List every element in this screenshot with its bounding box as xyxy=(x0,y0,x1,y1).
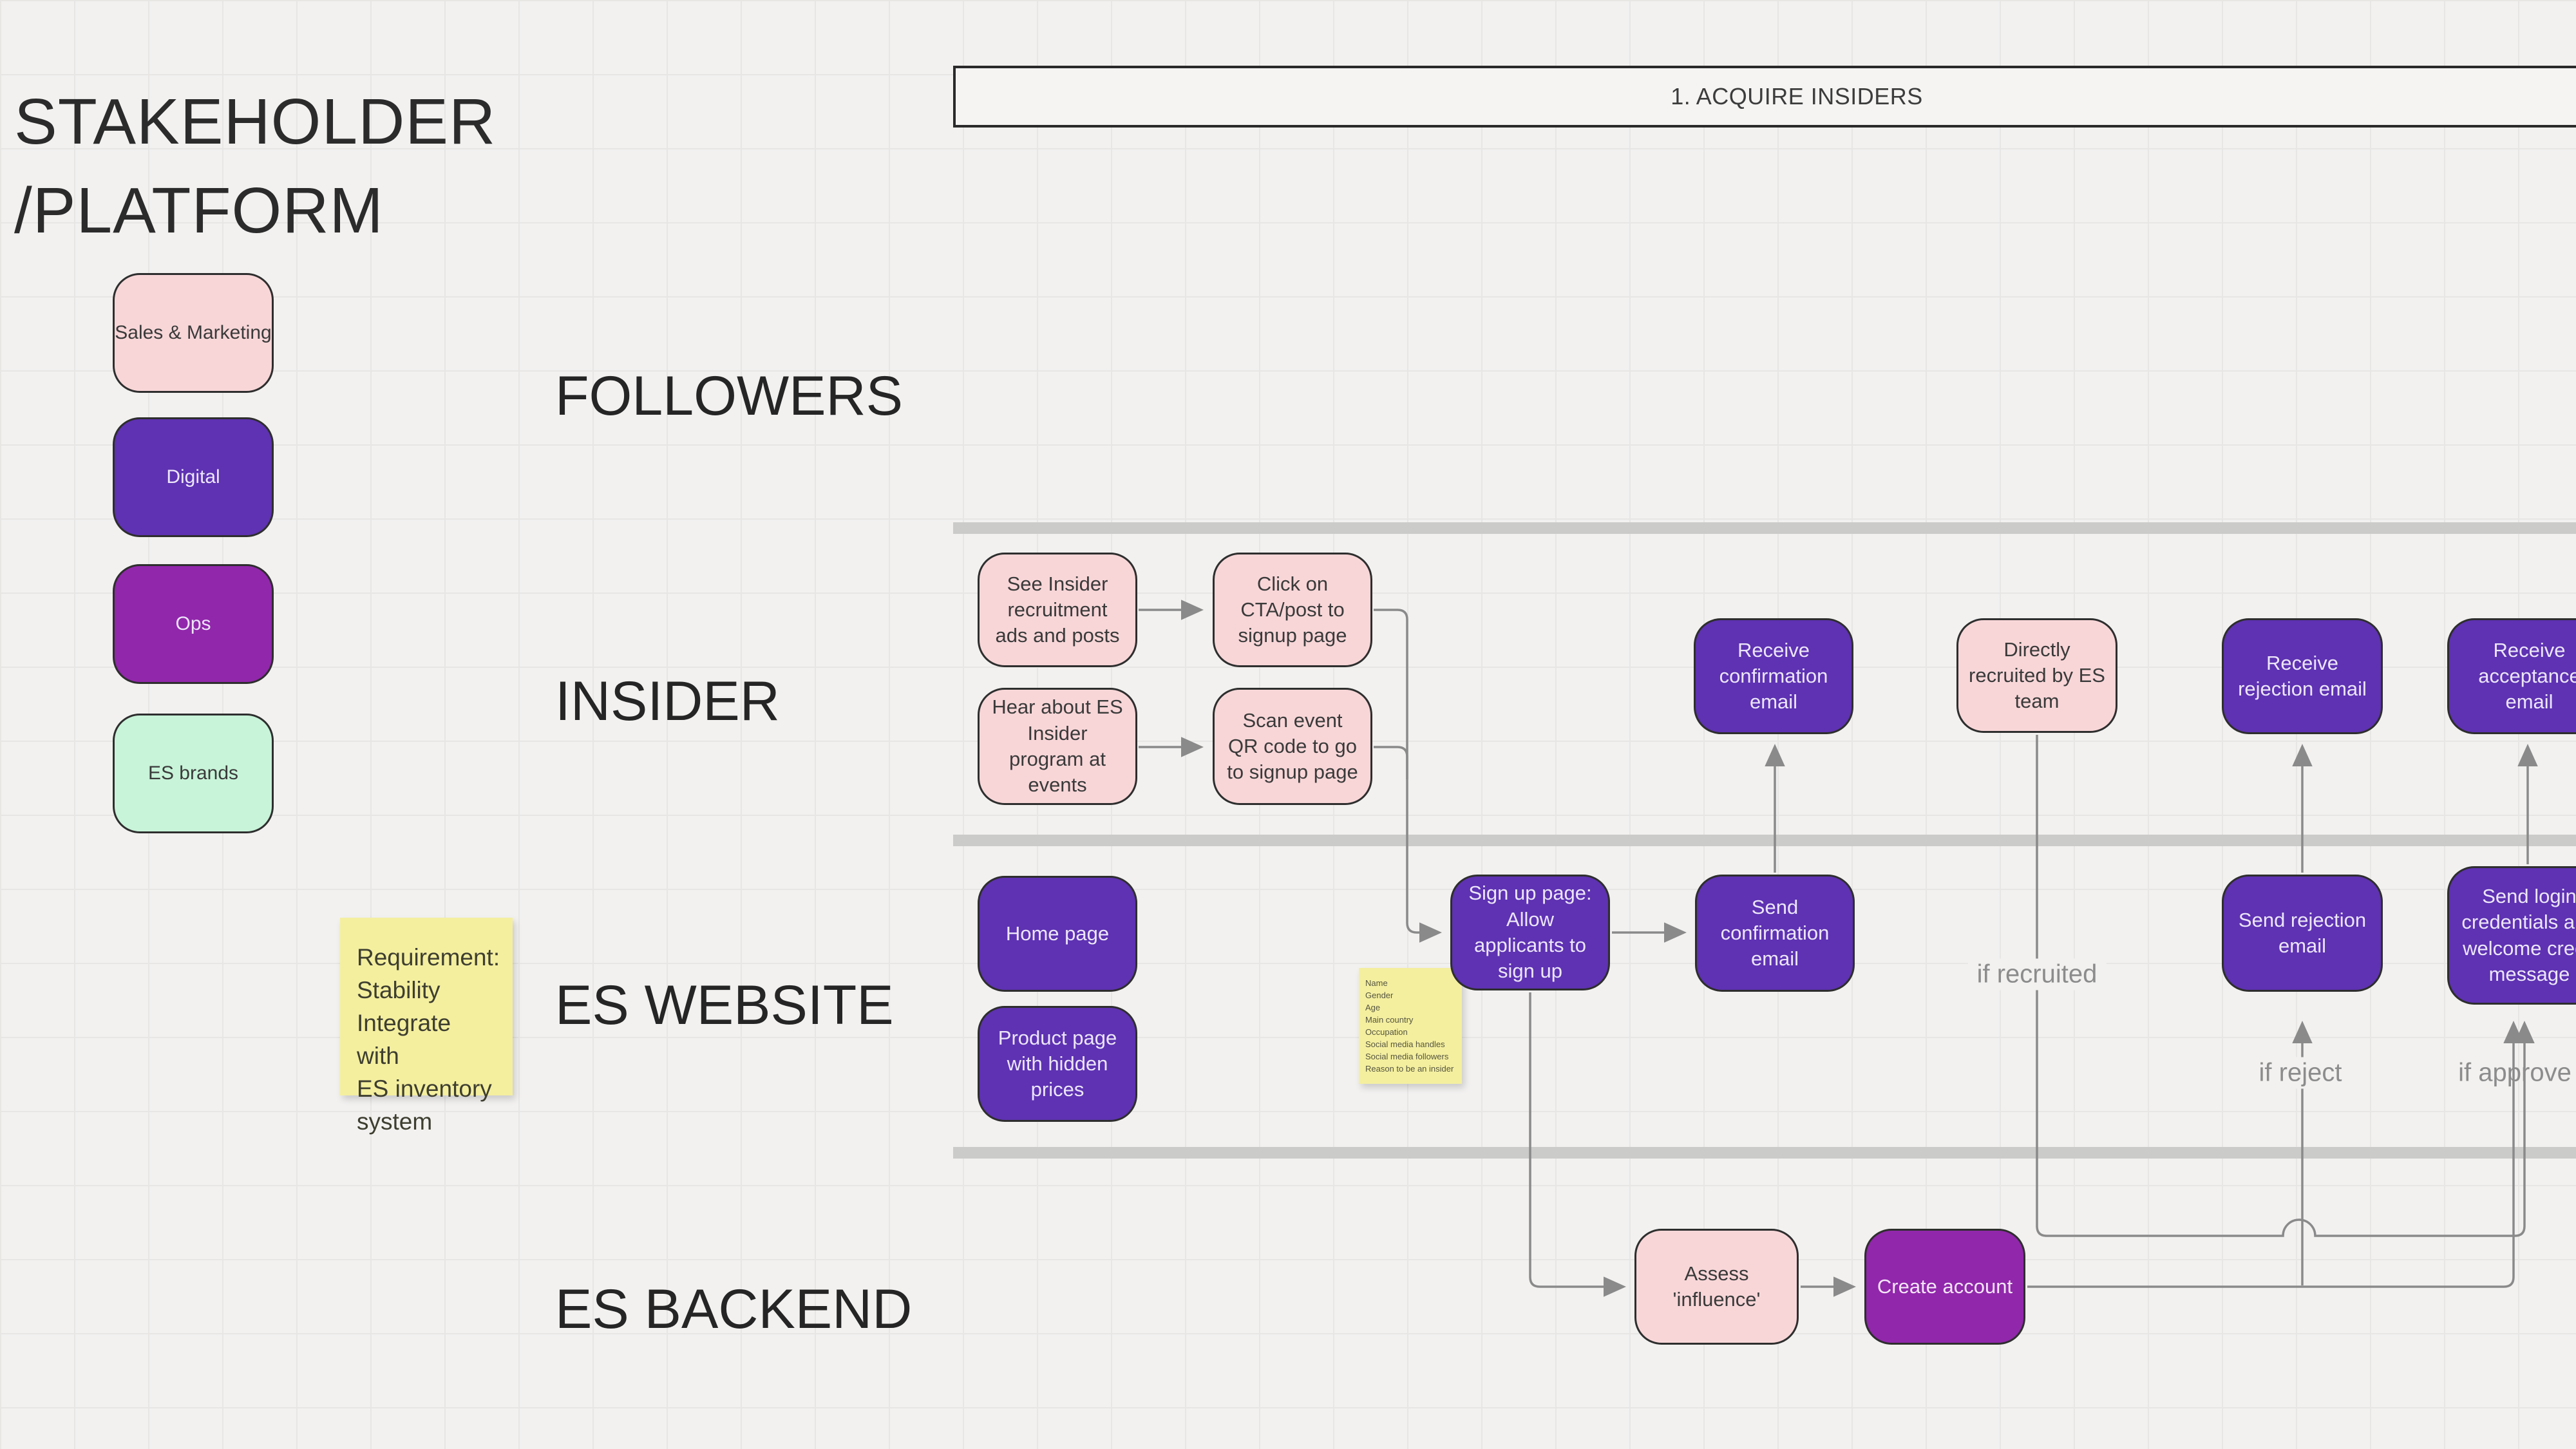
node-create-account[interactable]: Create account xyxy=(1864,1229,2025,1345)
node-send-confirmation-email-label: Send confirmation email xyxy=(1720,895,1830,971)
node-assess-influence[interactable]: Assess 'influence' xyxy=(1634,1229,1799,1345)
node-click-cta-label: Click on CTA/post to signup page xyxy=(1238,572,1347,647)
node-receive-acceptance-email-label: Receive acceptance email xyxy=(2478,638,2576,714)
node-hear-about-program[interactable]: Hear about ES Insider program at events xyxy=(978,688,1137,805)
sticky-requirement-line: Integrate with xyxy=(357,1010,451,1070)
label-if-recruited: if recruited xyxy=(1967,958,2107,990)
legend-sales-marketing[interactable]: Sales & Marketing xyxy=(113,273,274,393)
lane-es-website-label[interactable]: ES WEBSITE xyxy=(555,974,894,1036)
sticky-signup-fields-line: Name xyxy=(1365,978,1388,988)
node-hear-about-program-label: Hear about ES Insider program at events xyxy=(992,696,1123,797)
edge-create-to-approve[interactable] xyxy=(2027,1021,2524,1288)
phase-header-box[interactable]: 1. ACQUIRE INSIDERS xyxy=(953,66,2576,128)
node-see-insider-ads[interactable]: See Insider recruitment ads and posts xyxy=(978,553,1137,667)
node-receive-confirmation-email-label: Receive confirmation email xyxy=(1719,638,1828,714)
node-home-page[interactable]: Home page xyxy=(978,876,1137,992)
node-signup-page[interactable]: Sign up page: Allow applicants to sign u… xyxy=(1450,875,1610,990)
lane-divider-3 xyxy=(953,1147,2576,1159)
lane-divider-1 xyxy=(953,522,2576,534)
node-see-insider-ads-label: See Insider recruitment ads and posts xyxy=(995,572,1120,647)
node-create-account-label: Create account xyxy=(1877,1274,2013,1298)
node-send-login-credentials-label: Send login credentials and welcome credi… xyxy=(2461,884,2576,985)
node-scan-qr[interactable]: Scan event QR code to go to signup page xyxy=(1213,688,1372,805)
edge-signup-to-assess[interactable] xyxy=(1529,992,1626,1297)
node-home-page-label: Home page xyxy=(1005,922,1110,945)
board-title-line2: /PLATFORM xyxy=(14,175,384,247)
lane-divider-2 xyxy=(953,835,2576,846)
legend-es-brands[interactable]: ES brands xyxy=(113,714,274,833)
label-if-reject: if reject xyxy=(2249,1057,2351,1089)
sticky-requirement-line: ES inventory xyxy=(357,1075,492,1103)
legend-digital[interactable]: Digital xyxy=(113,417,274,537)
lane-es-backend-label[interactable]: ES BACKEND xyxy=(555,1278,913,1340)
node-signup-page-label: Sign up page: Allow applicants to sign u… xyxy=(1468,882,1592,983)
node-receive-confirmation-email[interactable]: Receive confirmation email xyxy=(1694,618,1853,734)
edge-recruited-to-sendlogin[interactable] xyxy=(2036,735,2535,1237)
node-receive-rejection-email[interactable]: Receive rejection email xyxy=(2222,618,2383,734)
legend-ops[interactable]: Ops xyxy=(113,564,274,684)
node-send-confirmation-email[interactable]: Send confirmation email xyxy=(1695,875,1855,992)
lane-followers-label[interactable]: FOLLOWERS xyxy=(555,365,903,427)
label-if-approve: if approve xyxy=(2458,1058,2571,1087)
edge-scan-to-signup[interactable] xyxy=(1374,746,1408,779)
phase-header-label: 1. ACQUIRE INSIDERS xyxy=(1671,83,1923,109)
node-assess-influence-label: Assess 'influence' xyxy=(1672,1262,1761,1311)
lane-insider-label[interactable]: INSIDER xyxy=(555,670,780,732)
node-scan-qr-label: Scan event QR code to go to signup page xyxy=(1227,708,1358,784)
board-title[interactable]: STAKEHOLDER /PLATFORM xyxy=(14,77,496,255)
node-click-cta[interactable]: Click on CTA/post to signup page xyxy=(1213,553,1372,667)
node-send-login-credentials[interactable]: Send login credentials and welcome credi… xyxy=(2447,866,2576,1005)
sticky-signup-fields-line: Social media followers xyxy=(1365,1052,1449,1061)
node-product-page[interactable]: Product page with hidden prices xyxy=(978,1006,1137,1122)
sticky-signup-fields-line: Gender xyxy=(1365,990,1394,1000)
edge-click-to-signup[interactable] xyxy=(1374,609,1442,943)
sticky-requirement-line: system xyxy=(357,1108,433,1135)
sticky-signup-fields-line: Age xyxy=(1365,1003,1381,1012)
node-directly-recruited[interactable]: Directly recruited by ES team xyxy=(1956,618,2117,733)
sticky-signup-fields-line: Main country xyxy=(1365,1015,1414,1025)
node-send-rejection-email[interactable]: Send rejection email xyxy=(2222,875,2383,992)
sticky-requirement-line: Requirement: xyxy=(357,944,500,971)
node-product-page-label: Product page with hidden prices xyxy=(998,1026,1117,1101)
sticky-signup-fields-line: Occupation xyxy=(1365,1027,1408,1037)
node-receive-rejection-email-label: Receive rejection email xyxy=(2238,651,2367,700)
sticky-signup-fields-line: Reason to be an insider xyxy=(1365,1064,1454,1074)
node-directly-recruited-label: Directly recruited by ES team xyxy=(1969,638,2105,713)
node-receive-acceptance-email[interactable]: Receive acceptance email xyxy=(2447,618,2576,734)
sticky-requirement-line: Stability xyxy=(357,977,440,1004)
sticky-signup-fields-line: Social media handles xyxy=(1365,1039,1445,1049)
node-send-rejection-email-label: Send rejection email xyxy=(2238,908,2367,957)
board-title-line1: STAKEHOLDER xyxy=(14,86,497,158)
